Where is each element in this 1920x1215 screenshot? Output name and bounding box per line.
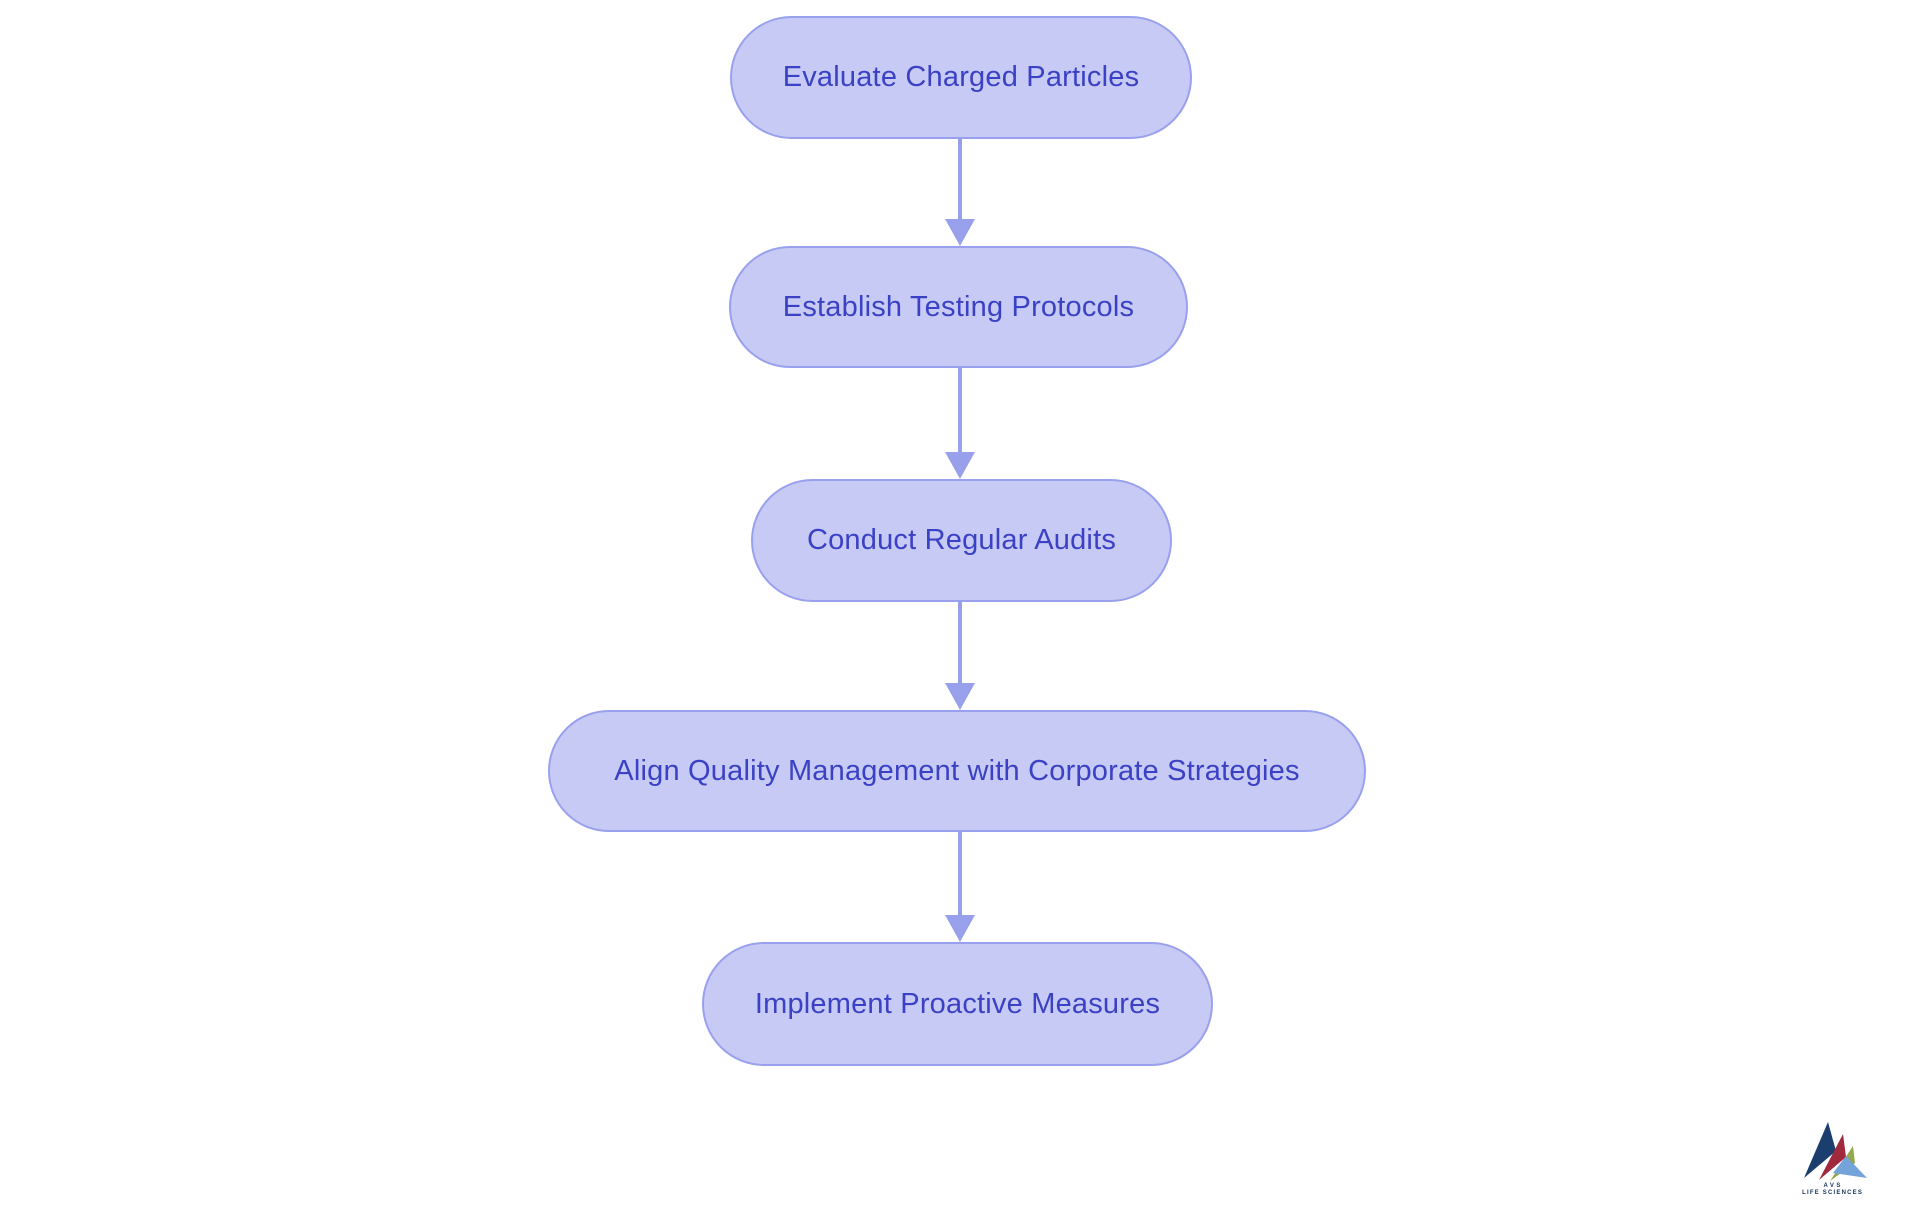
logo-triangle-navy xyxy=(1804,1122,1836,1178)
flow-node-implement-proactive-measures: Implement Proactive Measures xyxy=(702,942,1213,1066)
flow-node-establish-testing-protocols: Establish Testing Protocols xyxy=(729,246,1188,368)
logo-triangle-maroon xyxy=(1819,1134,1846,1180)
logo-triangle-lightblue xyxy=(1833,1156,1867,1178)
arrow-line xyxy=(958,830,962,918)
arrow-head-icon xyxy=(945,452,975,479)
flow-arrow-1 xyxy=(945,137,975,246)
arrow-line xyxy=(958,600,962,686)
flow-node-conduct-regular-audits: Conduct Regular Audits xyxy=(751,479,1172,602)
flow-node-label: Implement Proactive Measures xyxy=(754,987,1161,1020)
arrow-line xyxy=(958,137,962,222)
arrow-head-icon xyxy=(945,683,975,710)
flow-node-evaluate-charged-particles: Evaluate Charged Particles xyxy=(730,16,1192,139)
logo-triangles-icon xyxy=(1804,1122,1867,1181)
flow-node-label: Establish Testing Protocols xyxy=(782,290,1135,323)
flow-node-label: Evaluate Charged Particles xyxy=(782,61,1140,93)
flow-arrow-4 xyxy=(945,830,975,942)
flow-node-label: Conduct Regular Audits xyxy=(806,524,1117,556)
flow-node-align-quality-management: Align Quality Management with Corporate … xyxy=(548,710,1366,832)
flow-arrow-3 xyxy=(945,600,975,710)
logo-text-life-sciences: LIFE SCIENCES xyxy=(1802,1190,1864,1196)
flow-arrow-2 xyxy=(945,366,975,479)
arrow-head-icon xyxy=(945,219,975,246)
flow-node-label: Align Quality Management with Corporate … xyxy=(614,754,1300,787)
arrow-head-icon xyxy=(945,915,975,942)
logo-text-avs: AVS xyxy=(1823,1183,1843,1189)
arrow-line xyxy=(958,366,962,455)
avs-life-sciences-logo: AVS LIFE SCIENCES xyxy=(1790,1120,1874,1197)
